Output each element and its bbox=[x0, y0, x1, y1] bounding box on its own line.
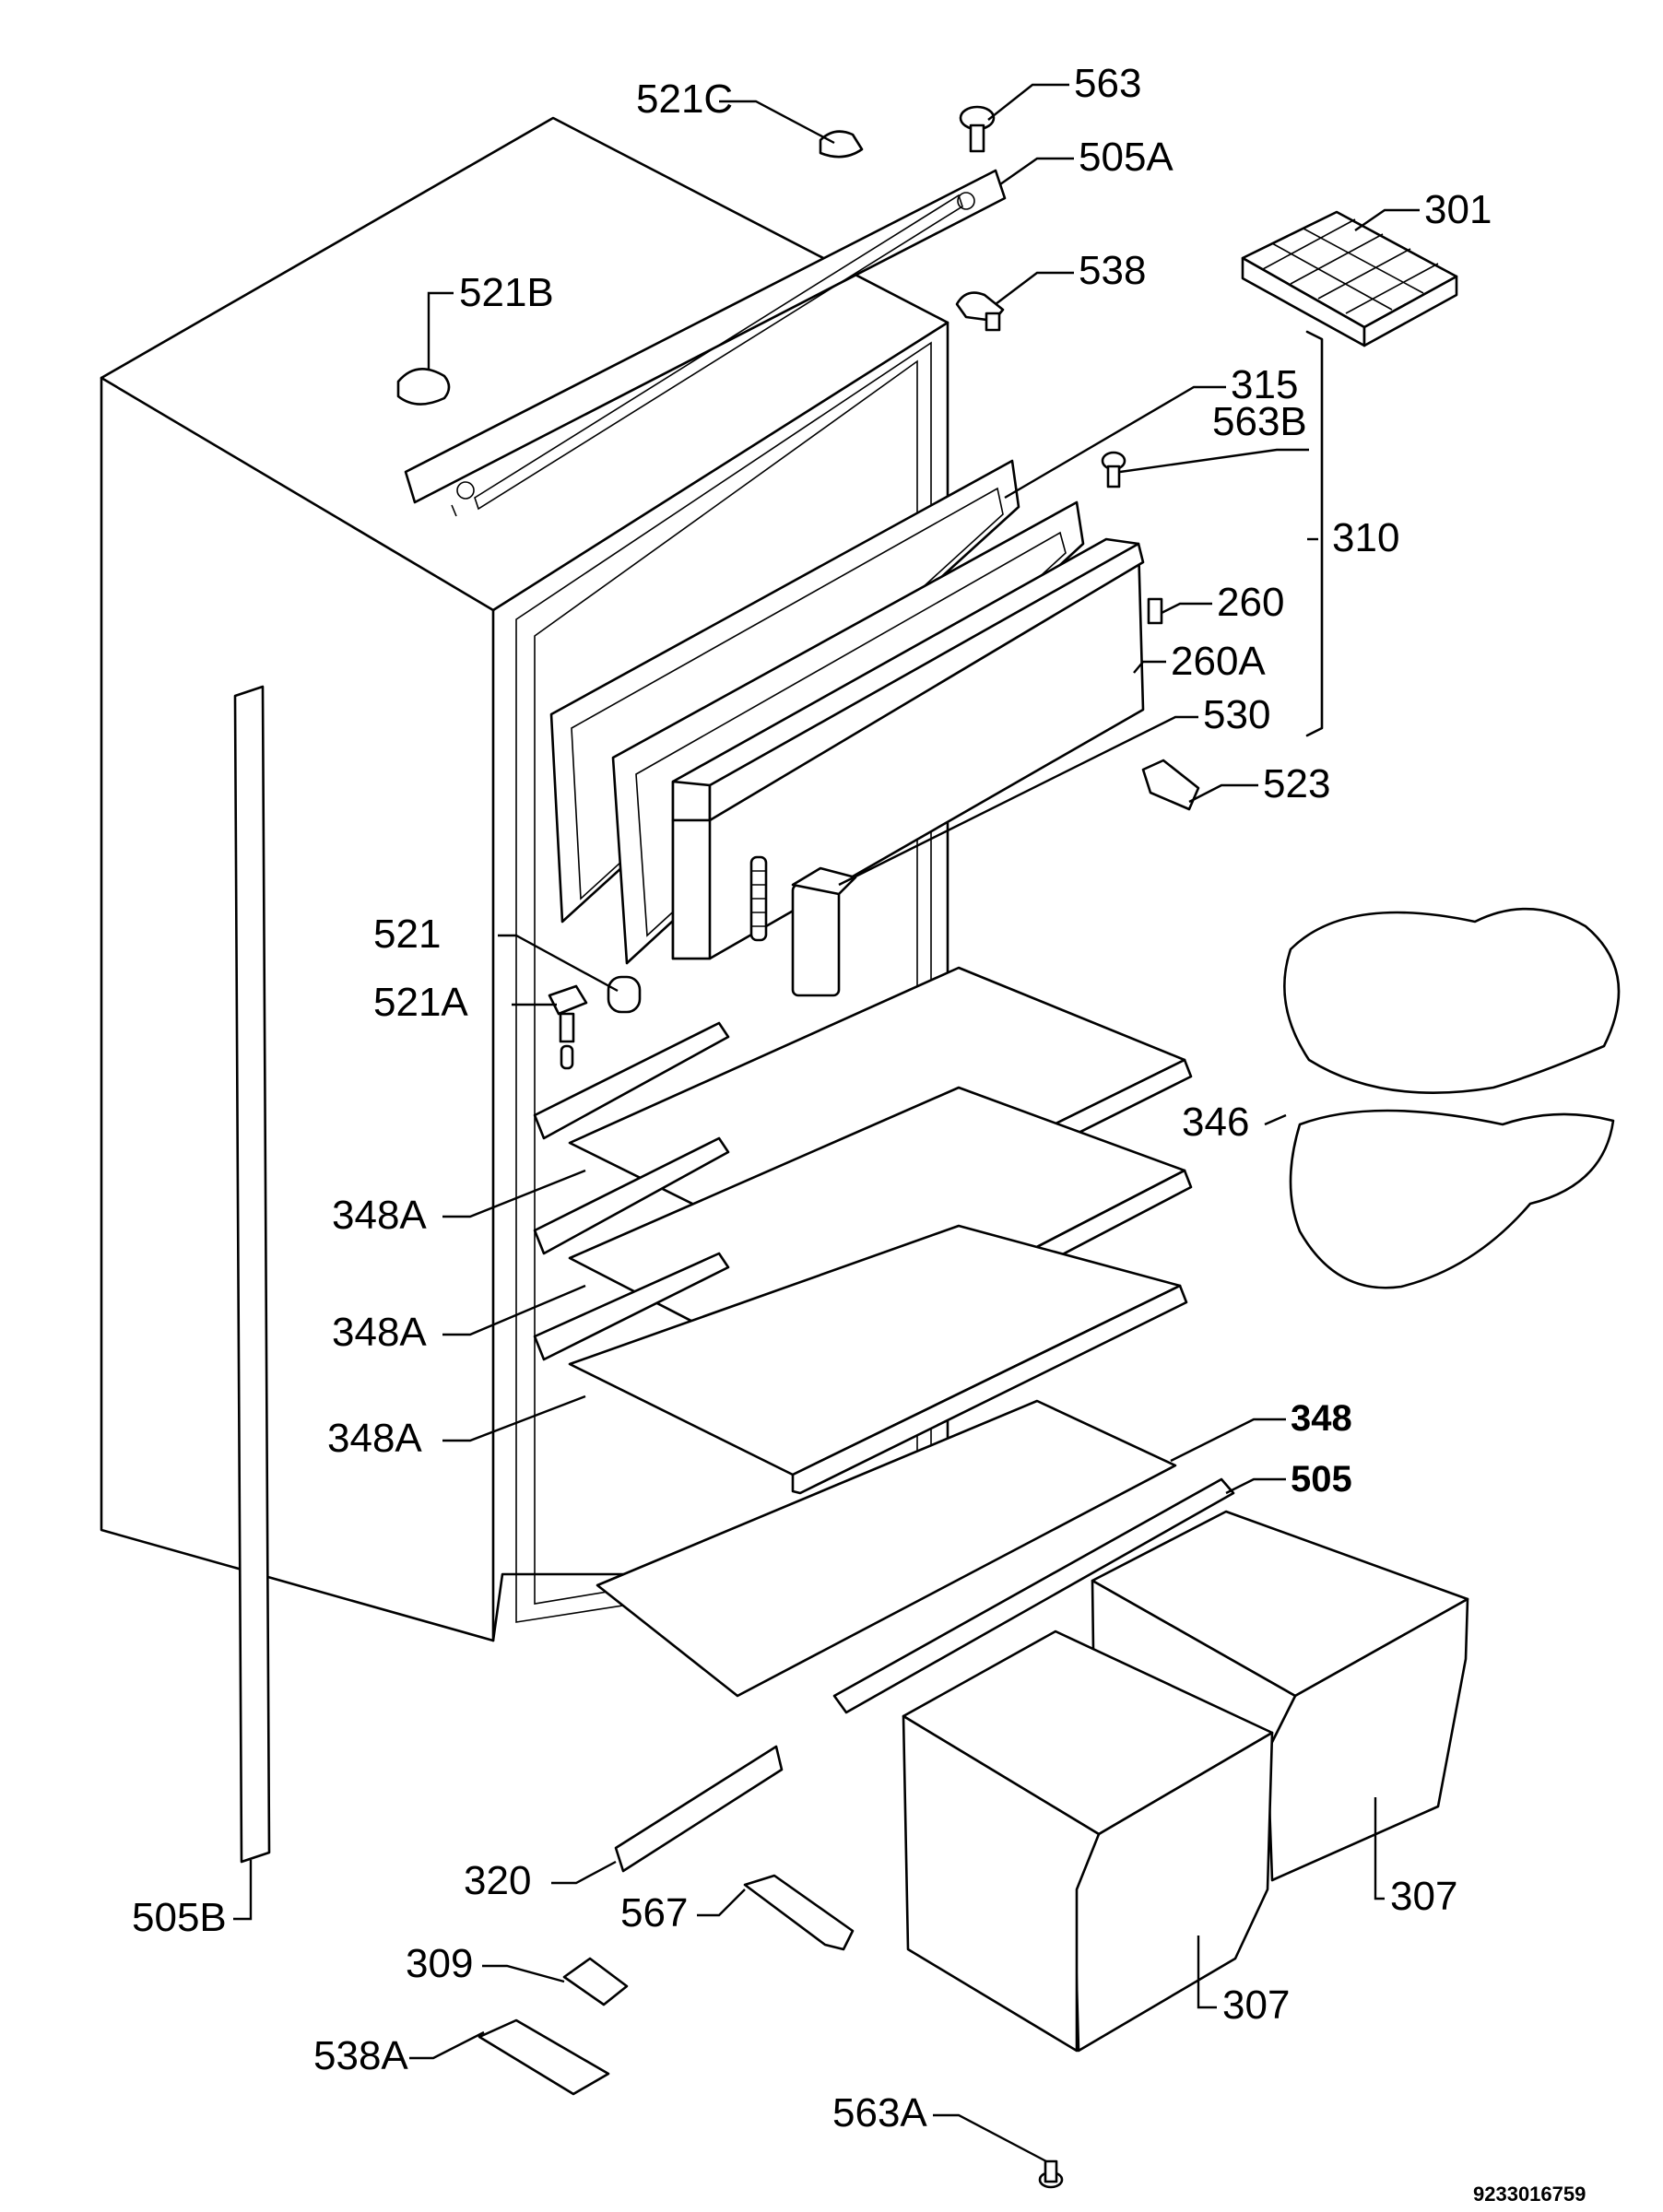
glass-shelf-348-bottom bbox=[596, 1399, 1177, 1698]
label-523: 523 bbox=[1263, 761, 1330, 806]
document-number: 9233016759 bbox=[1473, 2183, 1586, 2206]
label-301: 301 bbox=[1424, 187, 1492, 232]
label-307-left: 307 bbox=[1222, 1983, 1290, 2028]
label-315: 315 bbox=[1231, 362, 1298, 407]
label-521c: 521C bbox=[636, 76, 733, 122]
screw-563a bbox=[1038, 2159, 1064, 2189]
bracket-538a bbox=[478, 2018, 610, 2096]
freezer-door-panel-310 bbox=[671, 537, 1145, 960]
label-538a: 538A bbox=[313, 2033, 408, 2078]
label-348a-middle: 348A bbox=[332, 1310, 427, 1355]
label-260a: 260A bbox=[1171, 639, 1266, 684]
label-521b: 521B bbox=[459, 270, 554, 315]
label-320: 320 bbox=[464, 1858, 531, 1903]
hinge-plate-505a bbox=[404, 169, 1007, 517]
cap-521b bbox=[396, 368, 451, 406]
label-310: 310 bbox=[1332, 515, 1399, 560]
cap-521c bbox=[819, 130, 864, 159]
lamp-holder-521a bbox=[548, 984, 588, 1070]
clip-260 bbox=[1147, 597, 1163, 625]
hinge-538 bbox=[955, 291, 1005, 332]
label-309: 309 bbox=[406, 1941, 473, 1986]
screw-563b bbox=[1101, 451, 1126, 488]
leader-lines bbox=[233, 83, 1420, 2163]
label-348a-lower: 348A bbox=[327, 1416, 422, 1461]
label-505a: 505A bbox=[1079, 135, 1174, 180]
egg-tray-346 bbox=[1283, 907, 1621, 1289]
label-348: 348 bbox=[1291, 1398, 1352, 1439]
bracket-310 bbox=[1305, 330, 1324, 737]
label-521a: 521A bbox=[373, 980, 468, 1025]
cover-309 bbox=[562, 1957, 629, 2006]
label-530: 530 bbox=[1203, 692, 1270, 737]
label-348a-top: 348A bbox=[332, 1193, 427, 1238]
ice-cube-tray-301 bbox=[1241, 210, 1458, 347]
crisper-drawer-307-left bbox=[902, 1630, 1274, 2053]
label-567: 567 bbox=[620, 1890, 688, 1936]
label-563: 563 bbox=[1074, 61, 1141, 106]
label-563a: 563A bbox=[832, 2090, 927, 2136]
label-521: 521 bbox=[373, 912, 441, 957]
shelf-trim-505 bbox=[832, 1477, 1235, 1714]
screw-563 bbox=[959, 105, 996, 153]
hinge-bracket-567 bbox=[743, 1874, 855, 1951]
label-538: 538 bbox=[1079, 248, 1146, 293]
part-labels: 521C 563 505A 301 521B 538 315 563B 310 … bbox=[132, 61, 1586, 2206]
label-563b: 563B bbox=[1212, 399, 1307, 444]
label-505: 505 bbox=[1291, 1459, 1352, 1500]
vent-cover-320 bbox=[614, 1745, 784, 1873]
label-260: 260 bbox=[1217, 580, 1284, 625]
glass-shelf-348a-lower bbox=[533, 1224, 1188, 1495]
label-505b: 505B bbox=[132, 1895, 227, 1940]
cap-521 bbox=[607, 975, 642, 1014]
door-trim-505b bbox=[233, 685, 271, 1864]
label-307-right: 307 bbox=[1390, 1874, 1457, 1919]
spring-260a bbox=[749, 855, 768, 942]
label-346: 346 bbox=[1182, 1100, 1249, 1145]
